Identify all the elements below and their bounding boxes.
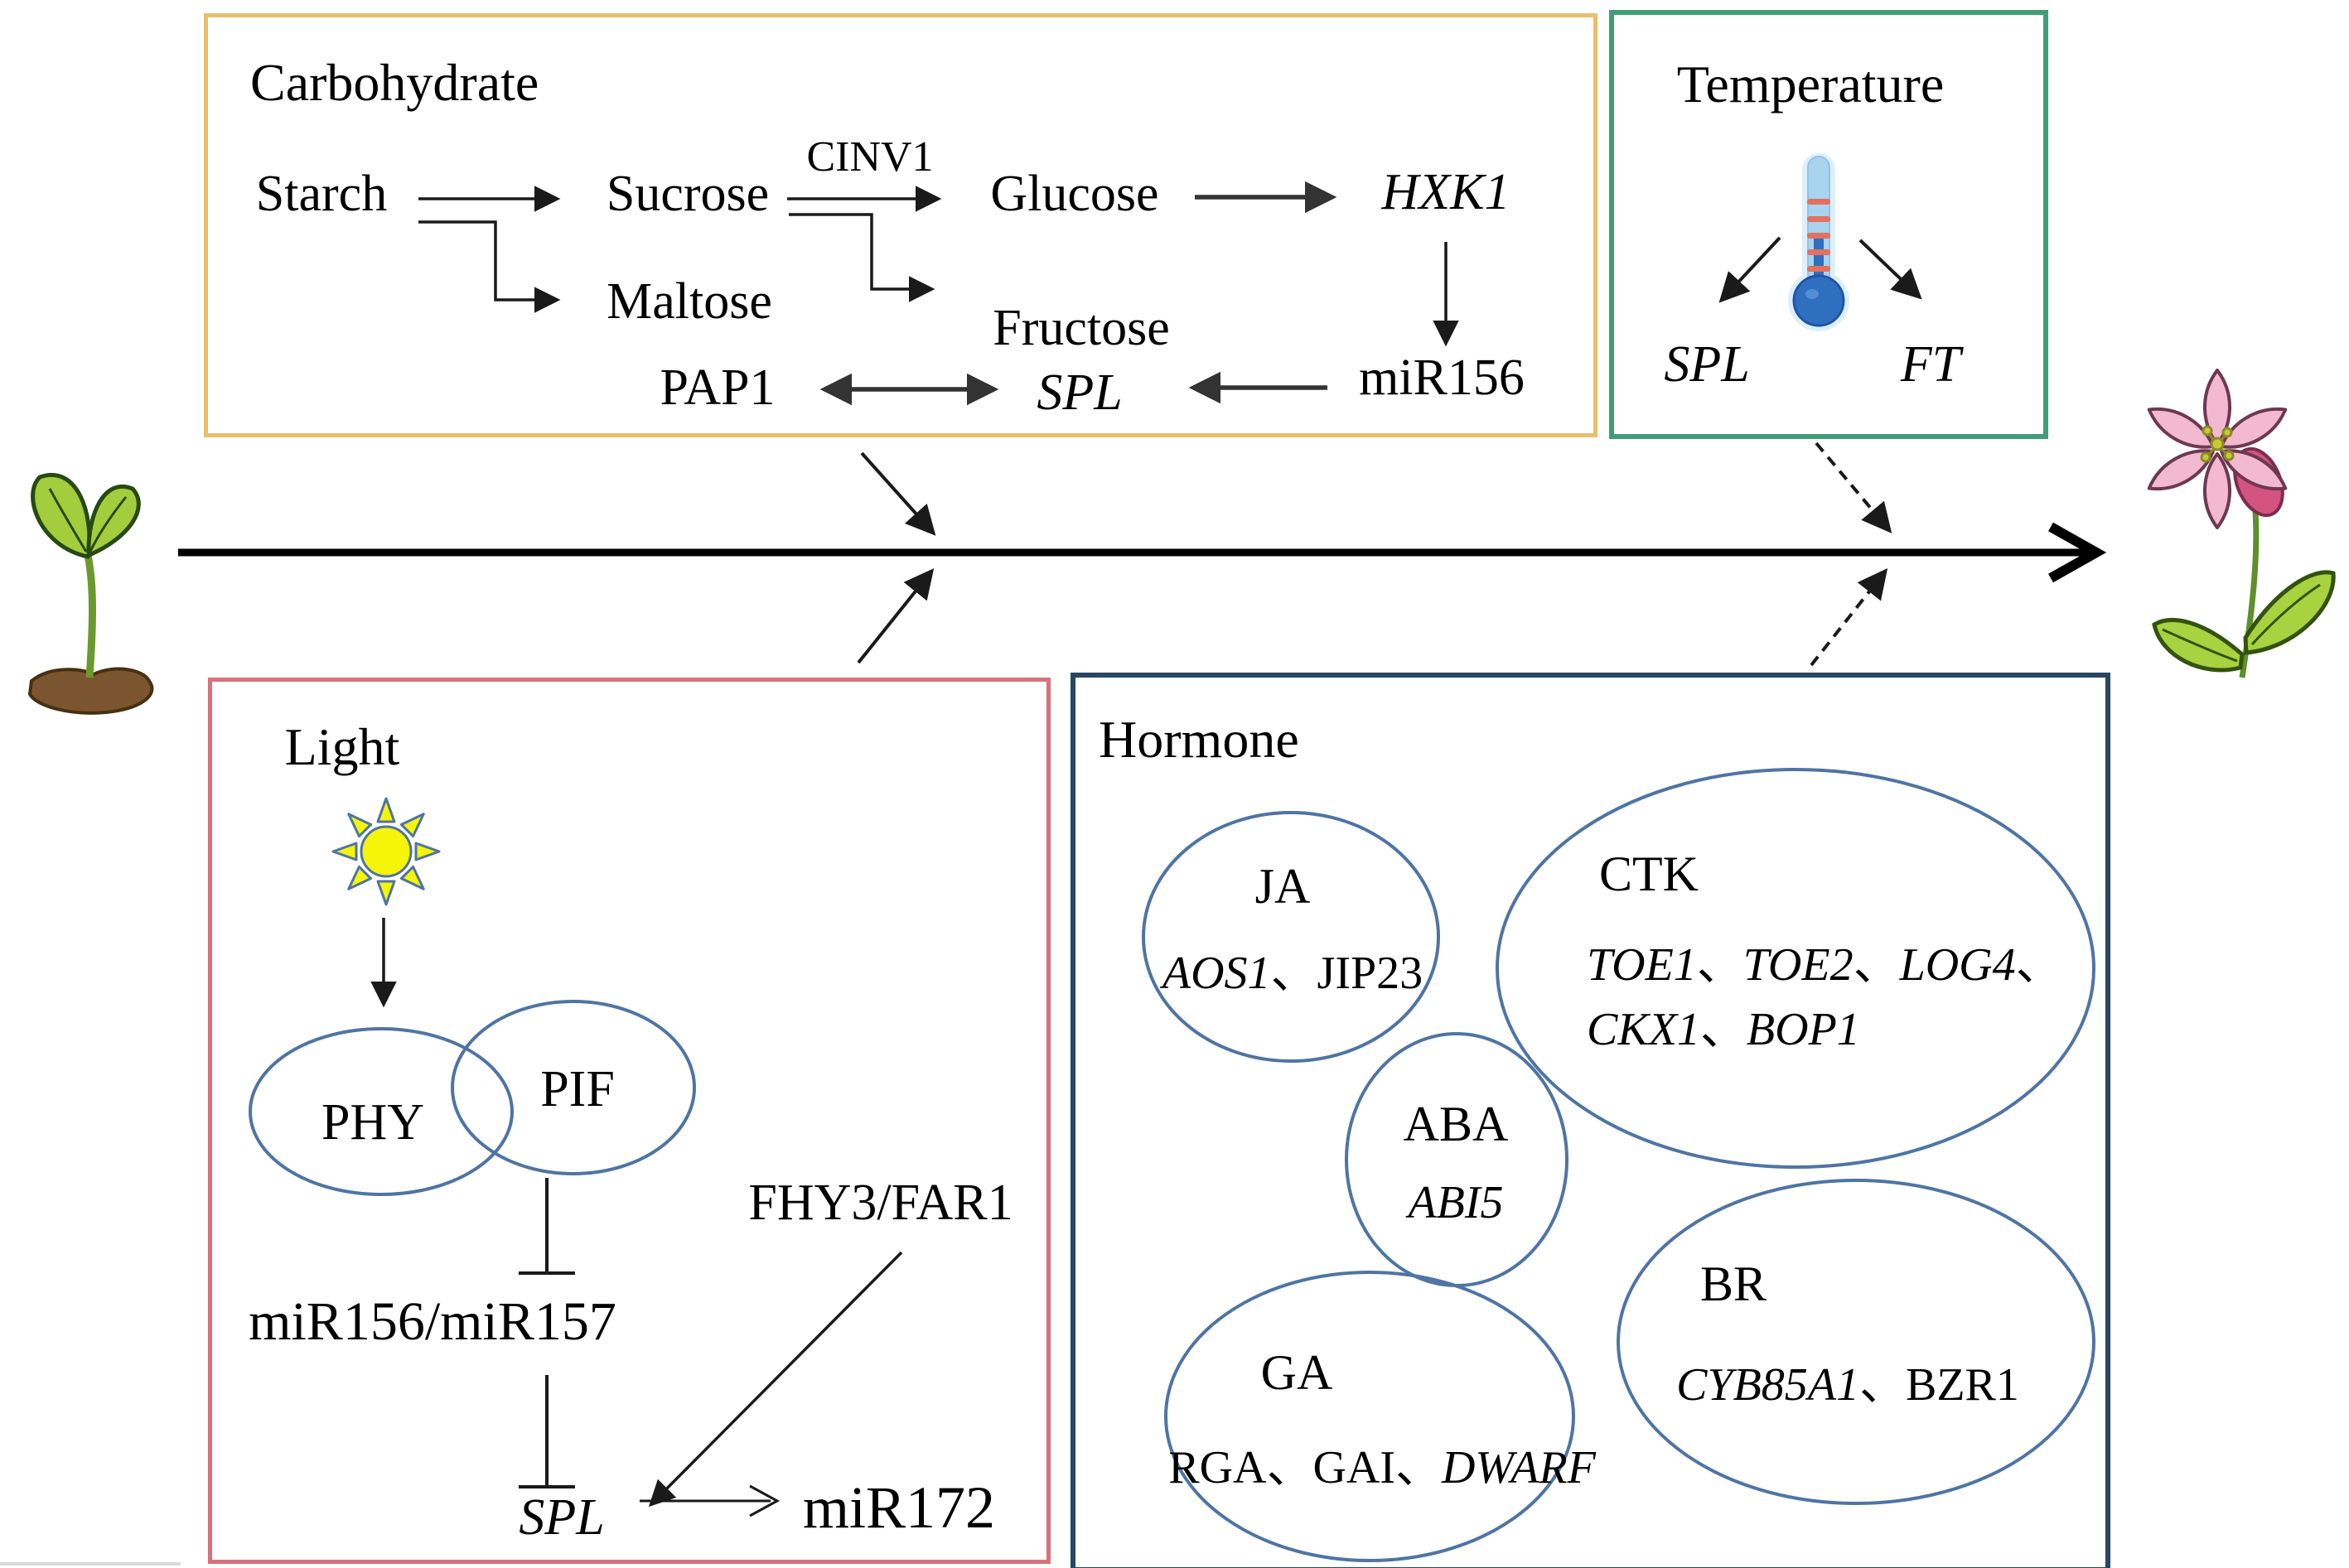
node-maltose: Maltose — [607, 273, 772, 330]
thermometer-icon — [1777, 153, 1860, 331]
br-genes: CYB85A1、BZR1 — [1676, 1359, 2019, 1411]
aba-label: ABA — [1403, 1097, 1509, 1151]
arrow-thermometer-ft — [1858, 239, 1922, 300]
sun-icon — [331, 797, 441, 906]
node-spl-carbohydrate: SPL — [1037, 364, 1123, 421]
node-cinv1: CINV1 — [806, 133, 934, 181]
node-starch: Starch — [255, 166, 388, 222]
node-spl-light: SPL — [519, 1489, 605, 1546]
node-sucrose: Sucrose — [606, 166, 770, 222]
dashed-arrow-temperature-timeline — [1815, 441, 1892, 533]
carbohydrate-box — [204, 13, 1597, 437]
tbar-mir156157-spl — [519, 1375, 575, 1488]
node-pif: PIF — [540, 1061, 615, 1117]
ga-genes: RGA、GAI、DWARF — [1168, 1442, 1596, 1493]
hormone-box-title: Hormone — [1099, 710, 1299, 769]
connector-starch-maltose — [418, 220, 561, 313]
node-glucose: Glucose — [990, 166, 1159, 222]
dashed-arrow-hormone-timeline — [1810, 568, 1888, 667]
arrow-thermometer-spl — [1718, 236, 1781, 303]
br-label: BR — [1699, 1257, 1767, 1311]
node-ft: FT — [1900, 336, 1961, 393]
ctk-genes-line1: TOE1、TOE2、LOG4、 — [1587, 939, 2062, 991]
temperature-box-title: Temperature — [1676, 55, 1945, 113]
flower-icon — [2111, 340, 2349, 704]
ctk-label: CTK — [1599, 847, 1699, 901]
ga-label: GA — [1260, 1345, 1333, 1400]
node-mir156-carbohydrate: miR156 — [1359, 350, 1525, 406]
aba-genes: ABI5 — [1408, 1177, 1504, 1228]
hormone-box — [1071, 673, 2110, 1568]
node-fructose: Fructose — [993, 300, 1170, 356]
light-box-title: Light — [284, 717, 400, 776]
ctk-ellipse — [1496, 768, 2095, 1169]
node-phy: PHY — [321, 1094, 425, 1151]
connector-sucrose-fructose — [789, 213, 935, 302]
pif-ellipse — [451, 1000, 696, 1175]
br-ellipse — [1617, 1179, 2095, 1505]
node-fhy3-far1: FHY3/FAR1 — [748, 1175, 1013, 1231]
ga-ellipse — [1164, 1271, 1575, 1562]
seedling-icon — [7, 456, 172, 737]
node-mir172: miR172 — [802, 1474, 996, 1541]
ja-ellipse — [1142, 811, 1440, 1063]
arrow-carbohydrate-timeline — [860, 451, 936, 536]
ctk-genes-line2: CKX1、BOP1 — [1587, 1004, 1860, 1055]
tbar-pif-mir156157 — [519, 1178, 575, 1275]
node-spl-temperature: SPL — [1664, 336, 1750, 393]
ja-label: JA — [1254, 859, 1311, 914]
phy-ellipse — [249, 1027, 514, 1196]
node-mir156-mir157: miR156/miR157 — [249, 1291, 616, 1352]
temperature-box — [1609, 10, 2048, 439]
arrow-spl-mir172 — [640, 1484, 781, 1517]
node-hxk1: HXK1 — [1381, 164, 1510, 220]
bottom-edge-line — [0, 1562, 181, 1566]
arrow-light-timeline — [857, 568, 935, 664]
light-box — [208, 678, 1051, 1564]
arrow-fhy3far1-spl — [648, 1251, 903, 1508]
carbohydrate-box-title: Carbohydrate — [250, 53, 539, 112]
ja-genes: AOS1、JIP23 — [1162, 948, 1423, 999]
timeline-arrow — [178, 522, 2107, 583]
node-pap1: PAP1 — [660, 359, 776, 416]
